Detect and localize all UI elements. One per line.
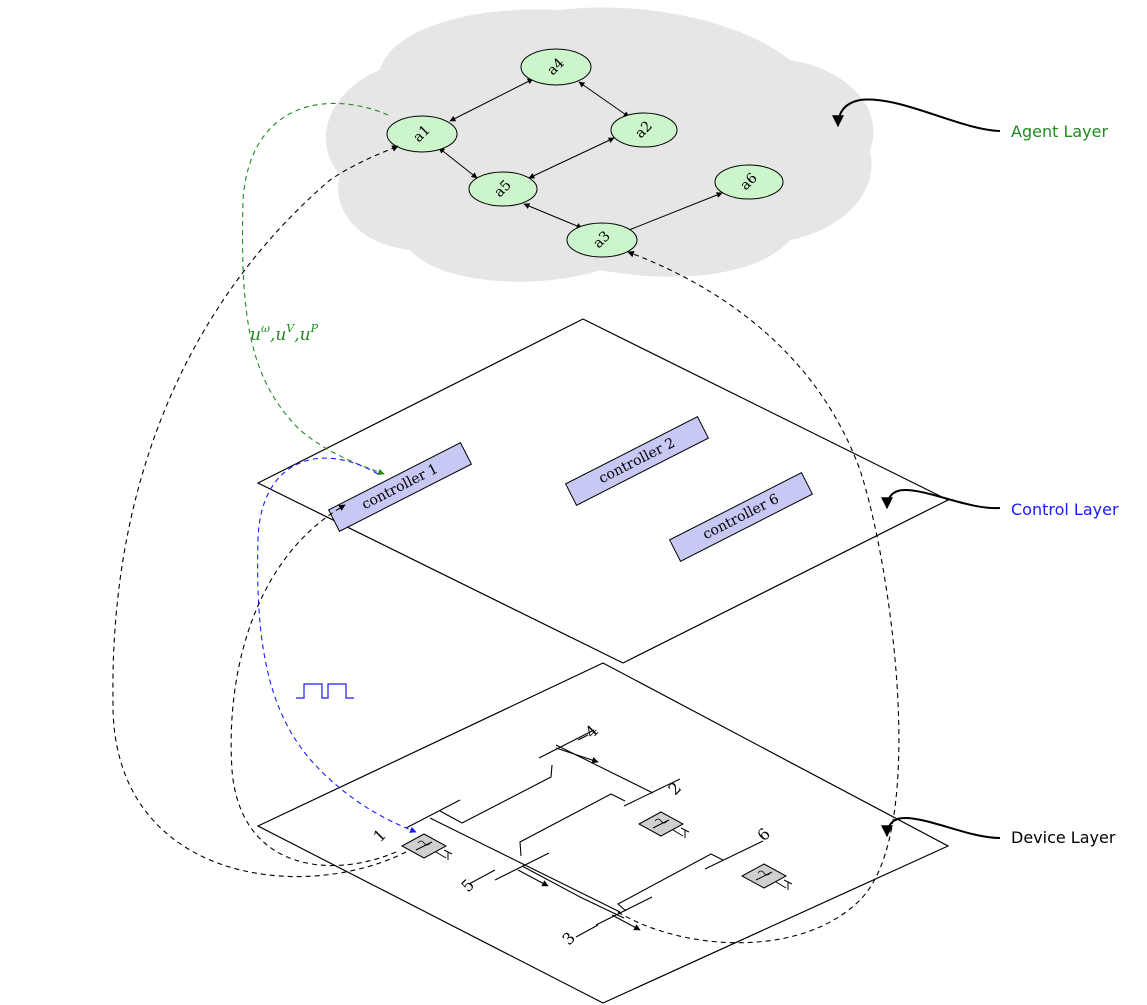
- control-layer-label: Control Layer: [1011, 500, 1119, 519]
- bus-label-3: 3: [558, 928, 579, 949]
- agent-node-a1[interactable]: a1: [386, 115, 458, 153]
- agent-node-a4[interactable]: a4: [520, 48, 592, 86]
- agent-node-a5[interactable]: a5: [468, 171, 538, 207]
- line-5-3: [521, 865, 625, 919]
- control-layer-pointer: [881, 488, 1001, 510]
- controllers: controller 1 controller 2 controller 6: [327, 416, 814, 562]
- bus-label-5: 5: [457, 875, 478, 896]
- controller-box-6[interactable]: controller 6: [668, 472, 814, 562]
- bus-bar-3: [595, 896, 653, 926]
- line-1-3: [429, 817, 621, 913]
- generator-icon-2[interactable]: [637, 811, 690, 838]
- agent-node-a3[interactable]: a3: [566, 222, 638, 258]
- agent-layer-pointer: [832, 98, 1001, 132]
- control-signal-label: uω,uV,uP: [250, 322, 319, 345]
- device-to-controller-feedback: [230, 504, 397, 867]
- agent-layer-label: Agent Layer: [1011, 122, 1109, 141]
- square-wave-icon: [296, 683, 354, 699]
- bus-label-6: 6: [753, 824, 774, 845]
- link-a5-a3: [523, 203, 583, 229]
- controller-to-device-signal: [257, 457, 417, 833]
- bus-bar-4: [538, 729, 595, 759]
- device3-to-agent3-feedback: [617, 250, 900, 944]
- line-2-5: [519, 793, 626, 857]
- bus-label-1: 1: [369, 825, 390, 846]
- link-a3-a6: [623, 192, 723, 233]
- link-a1-a4: [449, 78, 534, 122]
- controller-label-1: controller 1: [359, 461, 441, 513]
- controller-box-2[interactable]: controller 2: [564, 416, 710, 506]
- generator-icon-1[interactable]: [400, 833, 453, 860]
- load-arrow-3: [611, 914, 641, 931]
- device-layer-pointer: [881, 816, 1001, 839]
- device-layer-label: Device Layer: [1011, 828, 1116, 847]
- load-arrow-5: [517, 869, 549, 887]
- bus-bar-6: [704, 840, 764, 870]
- device-to-agent-feedback: [112, 145, 407, 878]
- controller-label-2: controller 2: [596, 435, 678, 487]
- bus-bar-1: [405, 799, 461, 829]
- agent-links: [438, 78, 723, 233]
- power-network: [405, 729, 764, 938]
- generators: [400, 811, 793, 890]
- link-a4-a2: [578, 81, 630, 118]
- bus-label-4: 4: [581, 721, 602, 742]
- link-a1-a5: [438, 147, 478, 179]
- agent-nodes: a1 a2 a3 a4 a5 a6: [386, 48, 784, 258]
- line-3-6: [617, 853, 724, 912]
- link-a5-a2: [528, 137, 615, 179]
- device-layer-plane: [256, 662, 950, 1004]
- load-arrow-4: [555, 747, 599, 764]
- agent-to-controller-signal: [241, 102, 389, 476]
- agent-node-a2[interactable]: a2: [610, 112, 678, 148]
- line-2-4: [555, 744, 654, 794]
- line-1-4: [439, 764, 553, 824]
- controller-box-1[interactable]: controller 1: [327, 442, 473, 532]
- agent-node-a6[interactable]: a6: [714, 164, 784, 200]
- controller-label-6: controller 6: [700, 491, 782, 543]
- generator-icon-6[interactable]: [740, 863, 793, 890]
